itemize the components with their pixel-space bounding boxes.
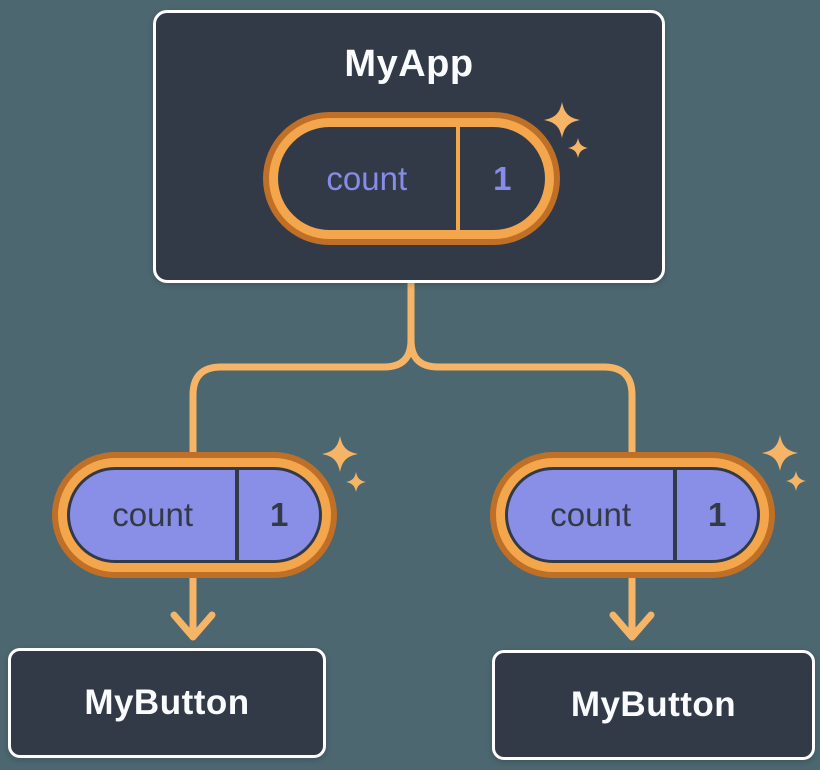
pill-divider: [673, 470, 678, 560]
state-pill-body: count 1: [278, 127, 545, 230]
state-value: 1: [493, 159, 512, 197]
state-pill-myapp: count 1: [263, 112, 560, 245]
node-mybutton-left: MyButton: [8, 648, 326, 758]
prop-name: count: [550, 496, 632, 533]
sparkle-icon: [762, 435, 807, 492]
pill-divider: [235, 470, 240, 560]
prop-value: 1: [269, 496, 289, 533]
connector-right-branch: [407, 279, 636, 456]
prop-pill-ring: count 1: [58, 458, 331, 572]
prop-pill-body: count 1: [67, 467, 322, 563]
arrow-left-head: [170, 611, 216, 641]
node-mybutton-title: MyButton: [570, 685, 737, 724]
arrow-right-head: [609, 611, 655, 641]
node-myapp-title: MyApp: [344, 43, 474, 85]
prop-value: 1: [707, 496, 727, 533]
prop-name: count: [112, 496, 194, 533]
state-name: count: [326, 159, 408, 197]
node-mybutton-title: MyButton: [84, 683, 250, 722]
state-pill-ring: count 1: [269, 118, 554, 239]
prop-pill-ring: count 1: [496, 458, 769, 572]
prop-pill-left: count 1: [52, 452, 337, 578]
pill-divider: [455, 127, 460, 230]
connector-left-branch: [189, 279, 415, 456]
node-mybutton-right: MyButton: [492, 650, 815, 760]
prop-pill-body: count 1: [505, 467, 760, 563]
prop-pill-right: count 1: [490, 452, 775, 578]
